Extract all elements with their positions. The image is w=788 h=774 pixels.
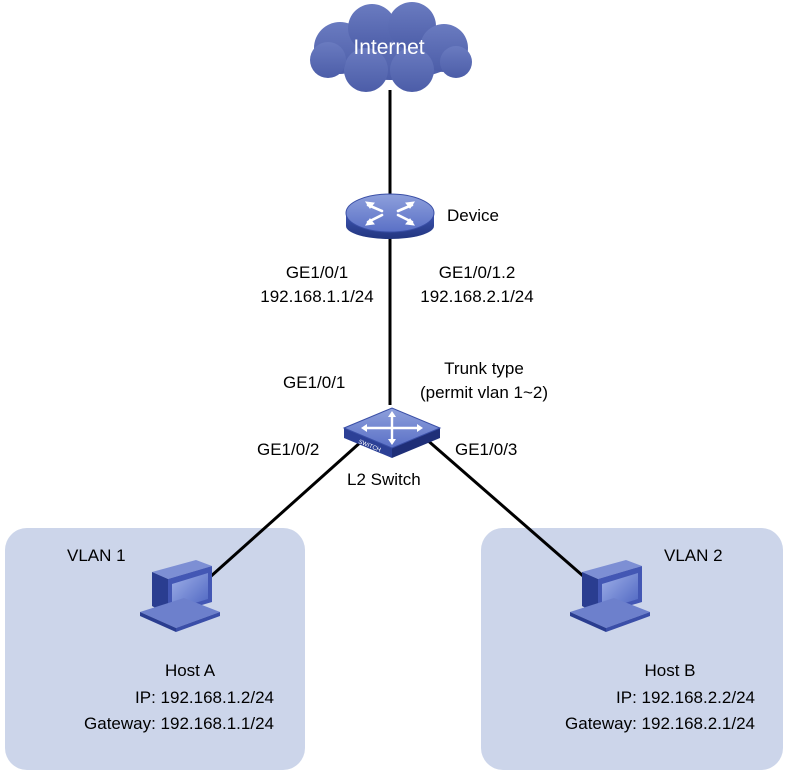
link-switch-hosta [198, 430, 374, 588]
pc-icon-host-b [570, 560, 650, 632]
switch-uplink-port: GE1/0/1 [283, 373, 346, 392]
trunk-type-label: Trunk type [444, 359, 524, 378]
host-a-ip: IP: 192.168.1.2/24 [135, 688, 274, 707]
switch-label: L2 Switch [347, 470, 421, 489]
device-ip-right: 192.168.2.1/24 [420, 287, 534, 306]
device-port-right: GE1/0/1.2 [438, 263, 516, 282]
device-label: Device [447, 206, 499, 225]
host-b-gateway: Gateway: 192.168.2.1/24 [565, 714, 755, 733]
device-port-left: GE1/0/1 [285, 263, 349, 282]
router-icon [345, 193, 435, 239]
vlan1-box [5, 528, 305, 770]
vlan2-label: VLAN 2 [664, 546, 723, 565]
internet-label: Internet [353, 36, 425, 59]
link-switch-hostb [417, 430, 591, 584]
cloud-icon [310, 2, 472, 92]
trunk-permit-label: (permit vlan 1~2) [419, 383, 549, 402]
switch-icon: SWITCH [342, 407, 442, 458]
host-b-ip: IP: 192.168.2.2/24 [616, 688, 755, 707]
switch-port-right: GE1/0/3 [455, 440, 518, 459]
vlan2-box [481, 528, 783, 770]
vlan1-label: VLAN 1 [67, 546, 126, 565]
host-a-gateway: Gateway: 192.168.1.1/24 [84, 714, 274, 733]
pc-icon-host-a [140, 560, 220, 632]
switch-port-left: GE1/0/2 [257, 440, 320, 459]
device-ip-left: 192.168.1.1/24 [260, 287, 374, 306]
host-a-label: Host A [164, 661, 216, 680]
host-b-label: Host B [644, 661, 696, 680]
